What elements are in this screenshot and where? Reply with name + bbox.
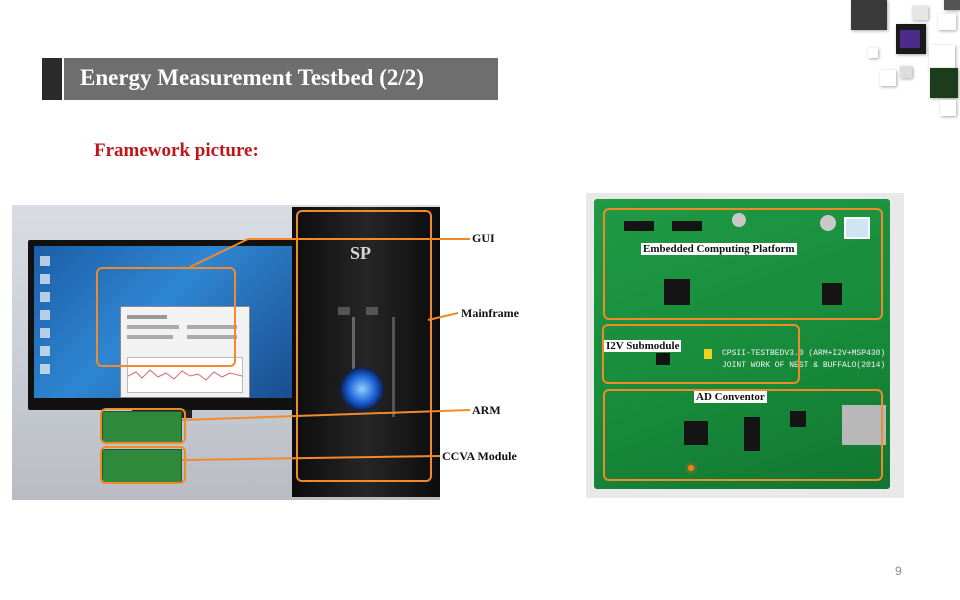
pcb-silkscreen-1: CPSII-TESTBEDV3.0 (ARM+I2V+MSP430)	[722, 349, 886, 358]
monitor	[28, 240, 298, 410]
ccva-highlight-box	[100, 446, 186, 484]
label-arm: ARM	[472, 403, 501, 417]
mainframe-tower: SP	[292, 207, 440, 497]
embedded-platform-box	[603, 208, 883, 320]
fan-light	[340, 367, 384, 411]
slide-subtitle: Framework picture:	[94, 140, 259, 161]
title-bar	[64, 58, 498, 100]
label-i2v-submodule: I2V Submodule	[604, 340, 682, 352]
label-embedded-computing-platform: Embedded Computing Platform	[641, 243, 797, 255]
label-ccva-module: CCVA Module	[442, 449, 517, 463]
monitor-screen	[34, 246, 292, 398]
i2v-submodule-box	[602, 324, 800, 384]
gui-highlight-box	[96, 267, 236, 367]
testbed-photo: SP	[12, 205, 440, 500]
pcb-silkscreen-2: JOINT WORK OF NEST & BUFFALO(2014)	[722, 361, 886, 370]
title-accent-bar	[42, 58, 62, 100]
page-number: 9	[895, 564, 902, 578]
gui-window	[120, 306, 250, 398]
label-mainframe: Mainframe	[461, 306, 519, 320]
mainframe-highlight-box	[296, 210, 432, 482]
label-gui: GUI	[472, 231, 495, 245]
slide-title: Energy Measurement Testbed (2/2)	[80, 65, 424, 90]
arm-highlight-box	[100, 408, 186, 444]
ad-conventor-box	[603, 389, 883, 481]
tower-logo: SP	[350, 243, 372, 263]
arm-board	[102, 411, 182, 443]
label-ad-conventor: AD Conventor	[694, 391, 767, 403]
